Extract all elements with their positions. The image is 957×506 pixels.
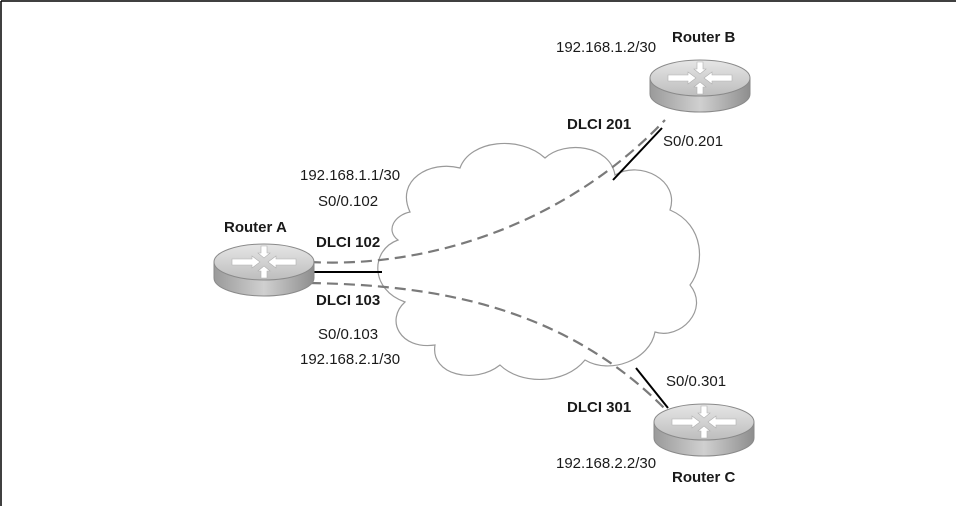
- router-a-iface-1: S0/0.102: [318, 193, 378, 210]
- physical-links: [310, 127, 669, 409]
- router-b-name: Router B: [672, 29, 736, 46]
- router-a-ip-2: 192.168.2.1/30: [300, 351, 400, 368]
- router-a-ip-1: 192.168.1.1/30: [300, 167, 400, 184]
- router-a-name: Router A: [224, 219, 287, 236]
- pvc-a-to-c: [309, 281, 669, 413]
- router-c-icon: [653, 403, 755, 457]
- router-c-ip: 192.168.2.2/30: [556, 455, 656, 472]
- router-a-iface-2: S0/0.103: [318, 326, 378, 343]
- router-b-icon: [649, 59, 751, 113]
- router-c-dlci: DLCI 301: [567, 399, 631, 416]
- router-c-name: Router C: [672, 469, 736, 486]
- frame-relay-cloud: [377, 142, 701, 381]
- pvc-lines: [309, 119, 669, 413]
- router-b-dlci: DLCI 201: [567, 116, 631, 133]
- link-router-b: [612, 127, 663, 181]
- router-a-dlci-1: DLCI 102: [316, 234, 380, 251]
- link-router-c: [635, 367, 669, 409]
- router-a-icon: [213, 243, 315, 297]
- router-b-iface: S0/0.201: [663, 133, 723, 150]
- router-a-dlci-2: DLCI 103: [316, 292, 380, 309]
- router-c-iface: S0/0.301: [666, 373, 726, 390]
- router-b-ip: 192.168.1.2/30: [556, 39, 656, 56]
